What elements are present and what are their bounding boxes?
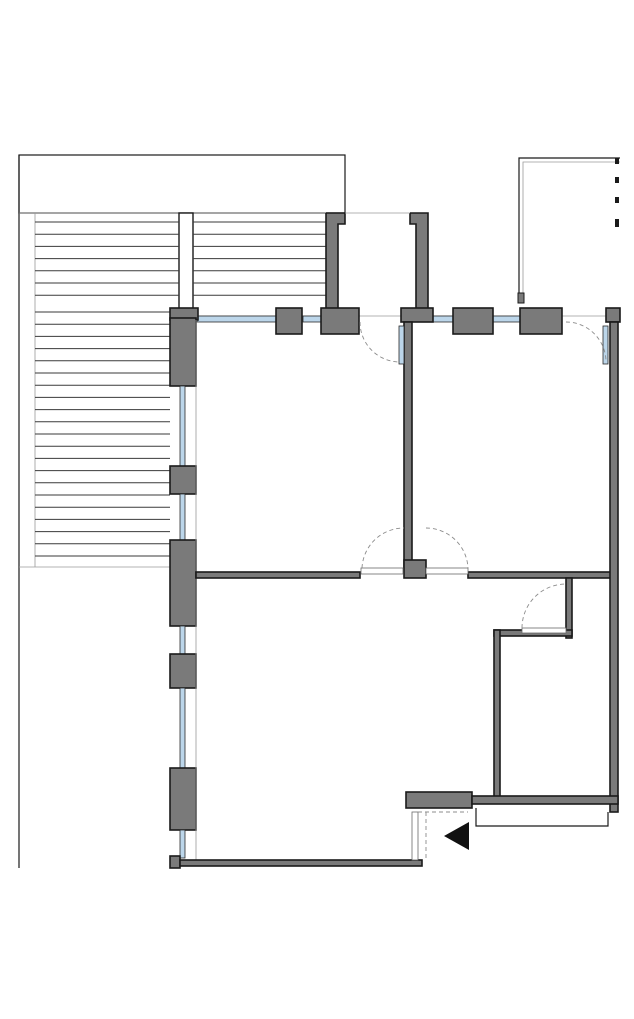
door-leaf bbox=[398, 325, 405, 365]
wall-between-bedrooms bbox=[403, 321, 413, 573]
radiator bbox=[169, 767, 197, 831]
window-glass bbox=[179, 625, 186, 655]
door-swing bbox=[521, 583, 567, 629]
window-glass bbox=[179, 687, 186, 769]
radiator bbox=[519, 307, 563, 335]
door-leaf bbox=[425, 567, 469, 575]
wall-bath bbox=[493, 629, 501, 799]
radiator bbox=[169, 317, 197, 387]
radiator bbox=[452, 307, 494, 335]
left-facade bbox=[169, 307, 199, 869]
wall-bath bbox=[565, 577, 573, 639]
door-leaf bbox=[602, 325, 609, 365]
door-swing bbox=[565, 321, 607, 363]
window-glass bbox=[179, 829, 186, 859]
wall-pier bbox=[403, 559, 427, 579]
window-glass bbox=[179, 385, 186, 467]
wall-pier bbox=[605, 307, 621, 323]
wall-pier bbox=[400, 307, 434, 323]
balcony bbox=[517, 157, 620, 304]
radiator bbox=[320, 307, 360, 335]
window-glass bbox=[432, 315, 456, 323]
entrance-niche bbox=[325, 212, 429, 313]
interior-walls bbox=[179, 321, 619, 867]
window-glass bbox=[491, 315, 521, 323]
wall-pier bbox=[169, 539, 197, 627]
wall-bottom bbox=[179, 859, 423, 867]
deck-slats-lower bbox=[35, 311, 170, 557]
door-swing bbox=[361, 527, 405, 569]
wall-entrance bbox=[405, 791, 473, 809]
pergola-beam bbox=[178, 212, 194, 310]
door-leaf bbox=[360, 567, 404, 575]
deck-slats-right bbox=[193, 221, 326, 296]
doors bbox=[359, 321, 609, 861]
radiator bbox=[169, 653, 197, 689]
deck-slats-left bbox=[35, 221, 179, 296]
wall-bottom-right bbox=[471, 795, 619, 805]
door-swing bbox=[425, 527, 469, 569]
entry-arrow-icon bbox=[444, 822, 469, 850]
pergola-roof bbox=[18, 154, 346, 214]
terrace-deck bbox=[18, 154, 346, 868]
radiator bbox=[169, 465, 197, 495]
door-swing bbox=[359, 321, 401, 363]
window-glass bbox=[196, 315, 278, 323]
wall-bedroom1-living bbox=[195, 571, 361, 579]
radiator bbox=[275, 307, 303, 335]
right-exterior-wall bbox=[609, 321, 619, 813]
door-leaf bbox=[411, 811, 419, 861]
window-glass bbox=[179, 493, 186, 541]
door-leaf bbox=[521, 627, 567, 634]
wall-bedroom2-bath bbox=[467, 571, 613, 579]
top-facade bbox=[170, 307, 621, 335]
wall-pier bbox=[169, 855, 181, 869]
